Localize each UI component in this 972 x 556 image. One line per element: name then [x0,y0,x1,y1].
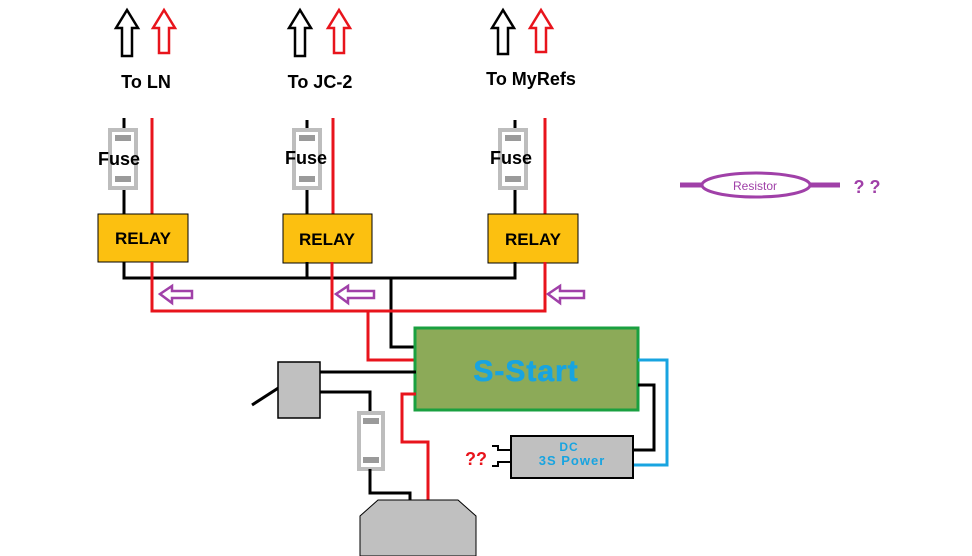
fuse-label-1: Fuse [98,149,140,169]
red-up-arrow-2 [325,7,353,55]
fuse-label-2: Fuse [285,148,327,168]
blue-wire [633,358,669,467]
output-label-ln: To LN [121,72,171,92]
output-arrows [113,7,555,58]
dc-power-line1: DC [559,440,578,454]
resistor-question-marks: ? ? [854,177,881,197]
fuse-3 [498,128,528,190]
s-start-module: S-Start [413,326,640,412]
fuse-bottom [357,411,385,471]
fuse-2 [292,128,322,190]
red-up-arrow-1 [150,7,178,55]
black-up-arrow-1 [113,7,141,58]
left-arrow-2 [333,283,376,306]
relay-3: RELAY [487,213,579,264]
purple-arrows [157,283,586,306]
output-label-jc2: To JC-2 [288,72,353,92]
fuse-label-3: Fuse [490,148,532,168]
wire-red-bottom [400,392,430,505]
left-arrow-3 [545,283,586,306]
channel-wires [122,118,547,214]
relay-1: RELAY [97,213,189,263]
black-up-arrow-3 [489,7,517,56]
bus-wires [122,262,547,362]
black-up-arrow-2 [286,7,314,58]
wire-switch-2 [320,390,372,412]
relay-label-3: RELAY [505,230,562,249]
output-label-myrefs: To MyRefs [486,69,576,89]
bottom-device [359,499,477,556]
s-start-label: S-Start [473,355,578,388]
fuse-1 [108,128,138,190]
dc-question-marks: ?? [465,449,487,469]
wire-fuse-bottom [368,469,412,505]
dc-power-line2: 3S Power [539,453,606,468]
relay-2: RELAY [282,213,373,264]
dc-input-leads [492,445,511,467]
resistor-label: Resistor [733,179,777,193]
relay-label-1: RELAY [115,229,172,248]
relay-label-2: RELAY [299,230,356,249]
black-wire-dc [633,383,656,452]
switch-block [251,361,321,419]
red-up-arrow-3 [527,7,555,54]
left-arrow-1 [157,283,194,306]
resistor: Resistor [680,171,840,199]
dc-power-module: DC 3S Power [510,435,634,479]
